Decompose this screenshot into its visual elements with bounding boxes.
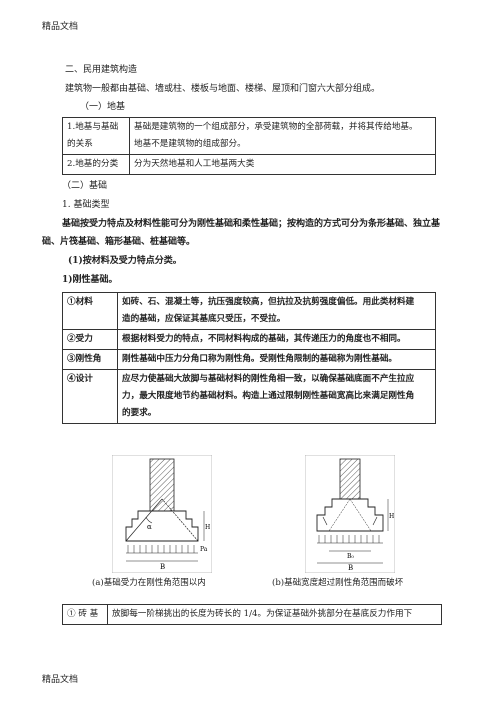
heading-rigid-foundation: 1)刚性基础。 — [62, 275, 118, 285]
angle-label: α — [147, 523, 152, 531]
table-cell-label: ①材料 — [62, 292, 118, 330]
figure-a-caption: (a)基础受力在刚性角范围以内 — [92, 578, 206, 588]
section-title: 二、民用建筑构造 — [65, 65, 138, 75]
figure-b-failed-foundation-diagram: B₀ B H — [305, 455, 395, 573]
table-row: 2.地基的分类 分为天然地基和人工地基两大类 — [62, 154, 436, 175]
table-cell-label: 2.地基的分类 — [62, 154, 130, 175]
table-row: ①材料 如砖、石、混凝土等，抗压强度较高，但抗拉及抗剪强度偏低。用此类材料建 造… — [62, 292, 436, 330]
load-label: Pa — [200, 546, 208, 553]
table-cell-content: 基础是建筑物的一个组成部分，承受建筑物的全部荷载，并将其传给地基。 地基不是建筑… — [129, 117, 436, 155]
width-label: B — [160, 563, 165, 571]
table-cell-label: 1.地基与基础 的关系 — [62, 117, 130, 155]
table-row: ②受力 根据材料受力的特点，不同材料构成的基础，其传递压力的角度也不相同。 — [62, 329, 436, 350]
intro-paragraph: 建筑物一般都由基础、墙或柱、楼板与地面、楼梯、屋顶和门窗六大部分组成。 — [65, 84, 381, 94]
types-paragraph-line2: 础、片筏基础、箱形基础、桩基础等。 — [42, 237, 196, 247]
table-cell-label: ④设计 — [62, 369, 118, 424]
height-label: H — [205, 524, 210, 531]
table-cell-content: 刚性基础中压力分角口称为刚性角。受刚性角限制的基础称为刚性基础。 — [117, 349, 436, 370]
table-row: ① 砖 基 放脚每一阶梯挑出的长度为砖长的 1/4。为保证基础外挑部分在基底反力… — [62, 604, 442, 625]
types-paragraph-line1: 基础按受力特点及材料性能可分为刚性基础和柔性基础；按构造的方式可分为条形基础、独… — [62, 219, 441, 229]
wall-shape — [339, 458, 361, 500]
table-cell-content: 应尽力使基础大放脚与基础材料的刚性角相一致，以确保基础底面不产生拉应 力，最大限… — [117, 369, 436, 424]
table-cell-content: 放脚每一阶梯挑出的长度为砖长的 1/4。为保证基础外挑部分在基底反力作用下 — [107, 604, 442, 625]
page-footer: 精品文档 — [42, 675, 79, 685]
width-label: B — [348, 564, 353, 572]
height-label: H — [389, 513, 394, 520]
figure-a-rigid-foundation-diagram: α Pa B H — [112, 455, 212, 573]
table-cell-content: 如砖、石、混凝土等，抗压强度较高，但抗拉及抗剪强度偏低。用此类材料建 造的基础，… — [117, 292, 436, 330]
table-cell-content: 根据材料受力的特点，不同材料构成的基础，其传递压力的角度也不相同。 — [117, 329, 436, 350]
table-cell-content: 分为天然地基和人工地基两大类 — [129, 154, 436, 175]
rigid-foundation-table: ①材料 如砖、石、混凝土等，抗压强度较高，但抗拉及抗剪强度偏低。用此类材料建 造… — [62, 292, 436, 424]
heading-classification: (1)按材料及受力特点分类。 — [68, 256, 182, 266]
table-row: ③刚性角 刚性基础中压力分角口称为刚性角。受刚性角限制的基础称为刚性基础。 — [62, 349, 436, 370]
wall-shape — [149, 458, 175, 512]
table-cell-label: ① 砖 基 — [62, 604, 108, 625]
figure-b-caption: (b)基础宽度超过刚性角范围而破坏 — [272, 578, 404, 588]
table-cell-label: ③刚性角 — [62, 349, 118, 370]
heading-foundation-types: 1. 基础类型 — [62, 200, 110, 210]
table-cell-label: ②受力 — [62, 329, 118, 350]
subsection-foundation-soil: （一）地基 — [80, 102, 126, 112]
table-row: 1.地基与基础 的关系 基础是建筑物的一个组成部分，承受建筑物的全部荷载，并将其… — [62, 117, 436, 155]
page-header: 精品文档 — [42, 22, 79, 32]
inner-width-label: B₀ — [347, 553, 354, 560]
soil-table: 1.地基与基础 的关系 基础是建筑物的一个组成部分，承受建筑物的全部荷载，并将其… — [62, 117, 436, 175]
table-row: ④设计 应尽力使基础大放脚与基础材料的刚性角相一致，以确保基础底面不产生拉应 力… — [62, 369, 436, 424]
stepped-footing-shape — [316, 498, 384, 532]
subsection-foundation: （二）基础 — [62, 181, 108, 191]
brick-foundation-table: ① 砖 基 放脚每一阶梯挑出的长度为砖长的 1/4。为保证基础外挑部分在基底反力… — [62, 604, 442, 625]
